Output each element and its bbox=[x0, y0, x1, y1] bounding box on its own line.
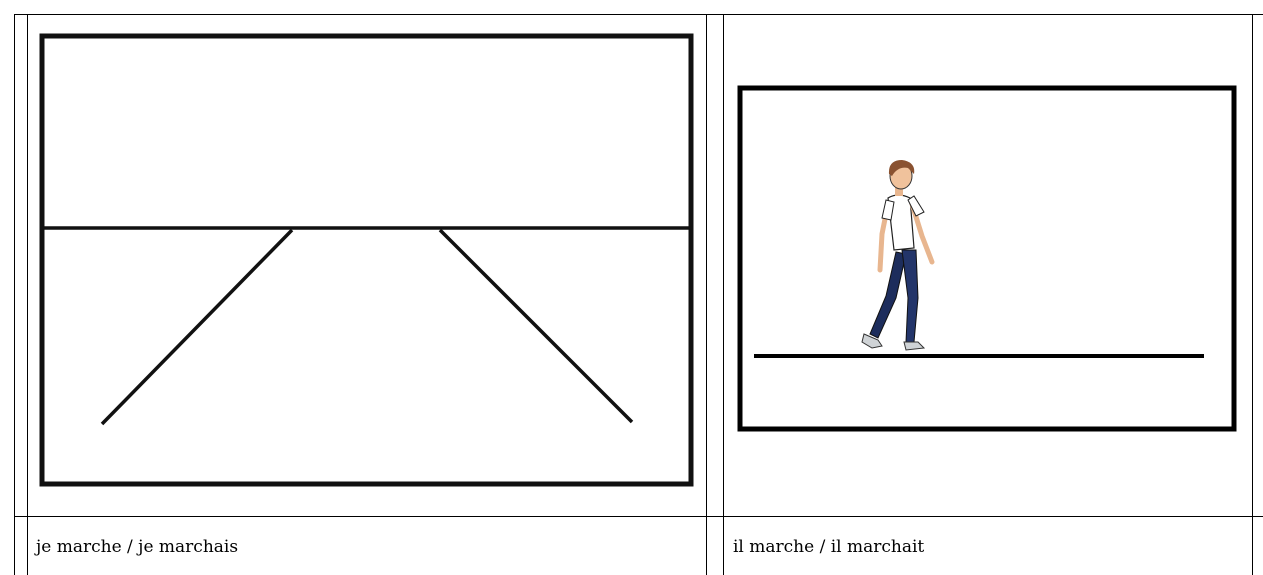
table-left-border bbox=[14, 14, 15, 575]
perspective-road-drawing bbox=[38, 30, 698, 492]
table-row-divider bbox=[14, 516, 1263, 517]
table-middle-border bbox=[706, 14, 707, 575]
caption-cell-1: je marche / je marchais bbox=[36, 536, 238, 558]
boy-walking-drawing bbox=[736, 84, 1242, 434]
caption-cell-2: il marche / il marchait bbox=[733, 536, 924, 558]
table-middle-inner-border bbox=[723, 14, 724, 575]
table-right-border bbox=[1252, 14, 1253, 575]
table-left-inner-border bbox=[27, 14, 28, 575]
table-top-border bbox=[14, 14, 1263, 15]
walking-boy-figure bbox=[862, 160, 932, 350]
